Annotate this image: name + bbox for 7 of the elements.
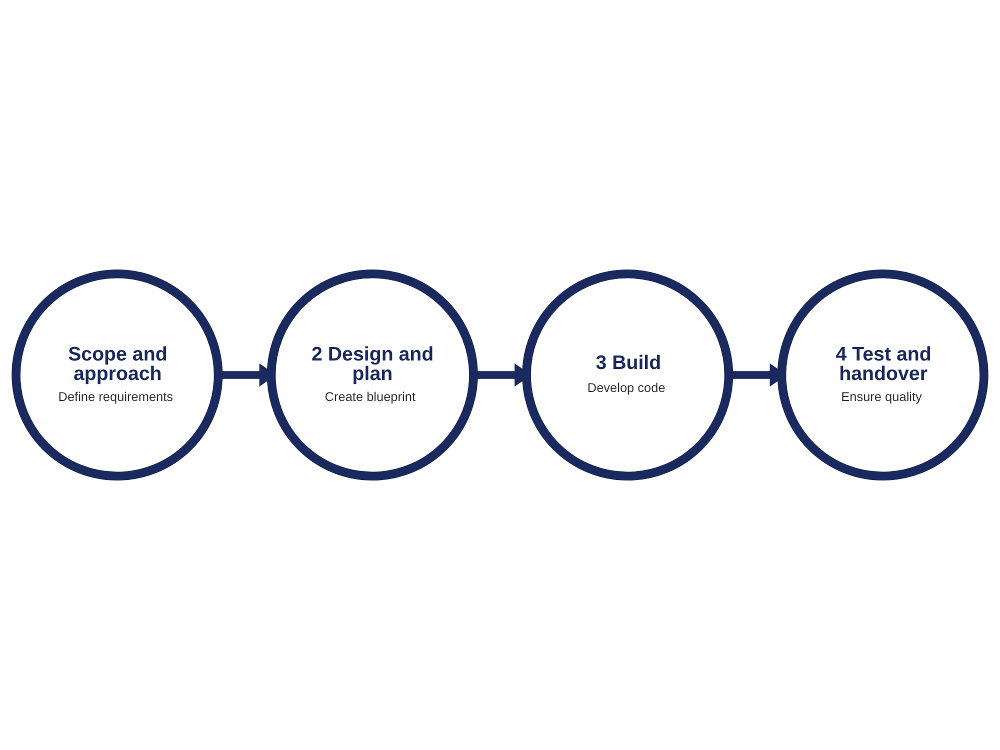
node-circle: 2 Design and plan Create blueprint <box>266 269 478 481</box>
arrow <box>730 363 786 387</box>
arrow <box>220 363 276 387</box>
node-circle: Scope and approach Define requirements <box>12 269 223 481</box>
node-circle: 3 Build Develop code <box>522 269 734 481</box>
arrow <box>476 363 532 387</box>
node-circle: 4 Test and handover Ensure quality <box>777 269 988 481</box>
